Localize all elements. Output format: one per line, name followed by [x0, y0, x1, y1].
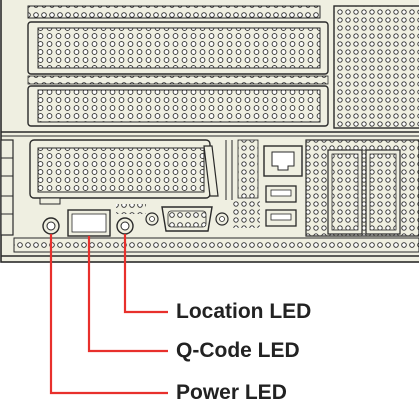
leader-lines [49, 234, 168, 395]
lower-right-vent [305, 139, 419, 237]
module-vent-column [237, 139, 259, 199]
vga-area-vent [232, 200, 260, 228]
middle-vent-strip [27, 75, 329, 85]
bottom-vent-strip [1, 237, 419, 257]
ethernet-port [263, 145, 303, 177]
power-led-label: Power LED [176, 381, 287, 404]
led-area-vent [116, 204, 146, 214]
expansion-module [29, 139, 233, 200]
leader-line-power [49, 234, 168, 395]
leader-line-location [123, 234, 168, 314]
location-led-label: Location LED [176, 300, 312, 323]
label-plate [39, 197, 61, 205]
top-vent-strip [27, 5, 321, 19]
q-code-led-label: Q-Code LED [176, 339, 300, 362]
drive-bay-1 [27, 21, 329, 75]
q-code-led-display [67, 209, 111, 237]
usb-ports [265, 185, 297, 227]
power-led [42, 217, 60, 235]
location-led [116, 217, 134, 235]
leader-line-q-code [87, 236, 168, 353]
drive-bay-2 [27, 85, 329, 127]
vga-port [145, 206, 229, 232]
power-supply-vent [333, 5, 419, 129]
